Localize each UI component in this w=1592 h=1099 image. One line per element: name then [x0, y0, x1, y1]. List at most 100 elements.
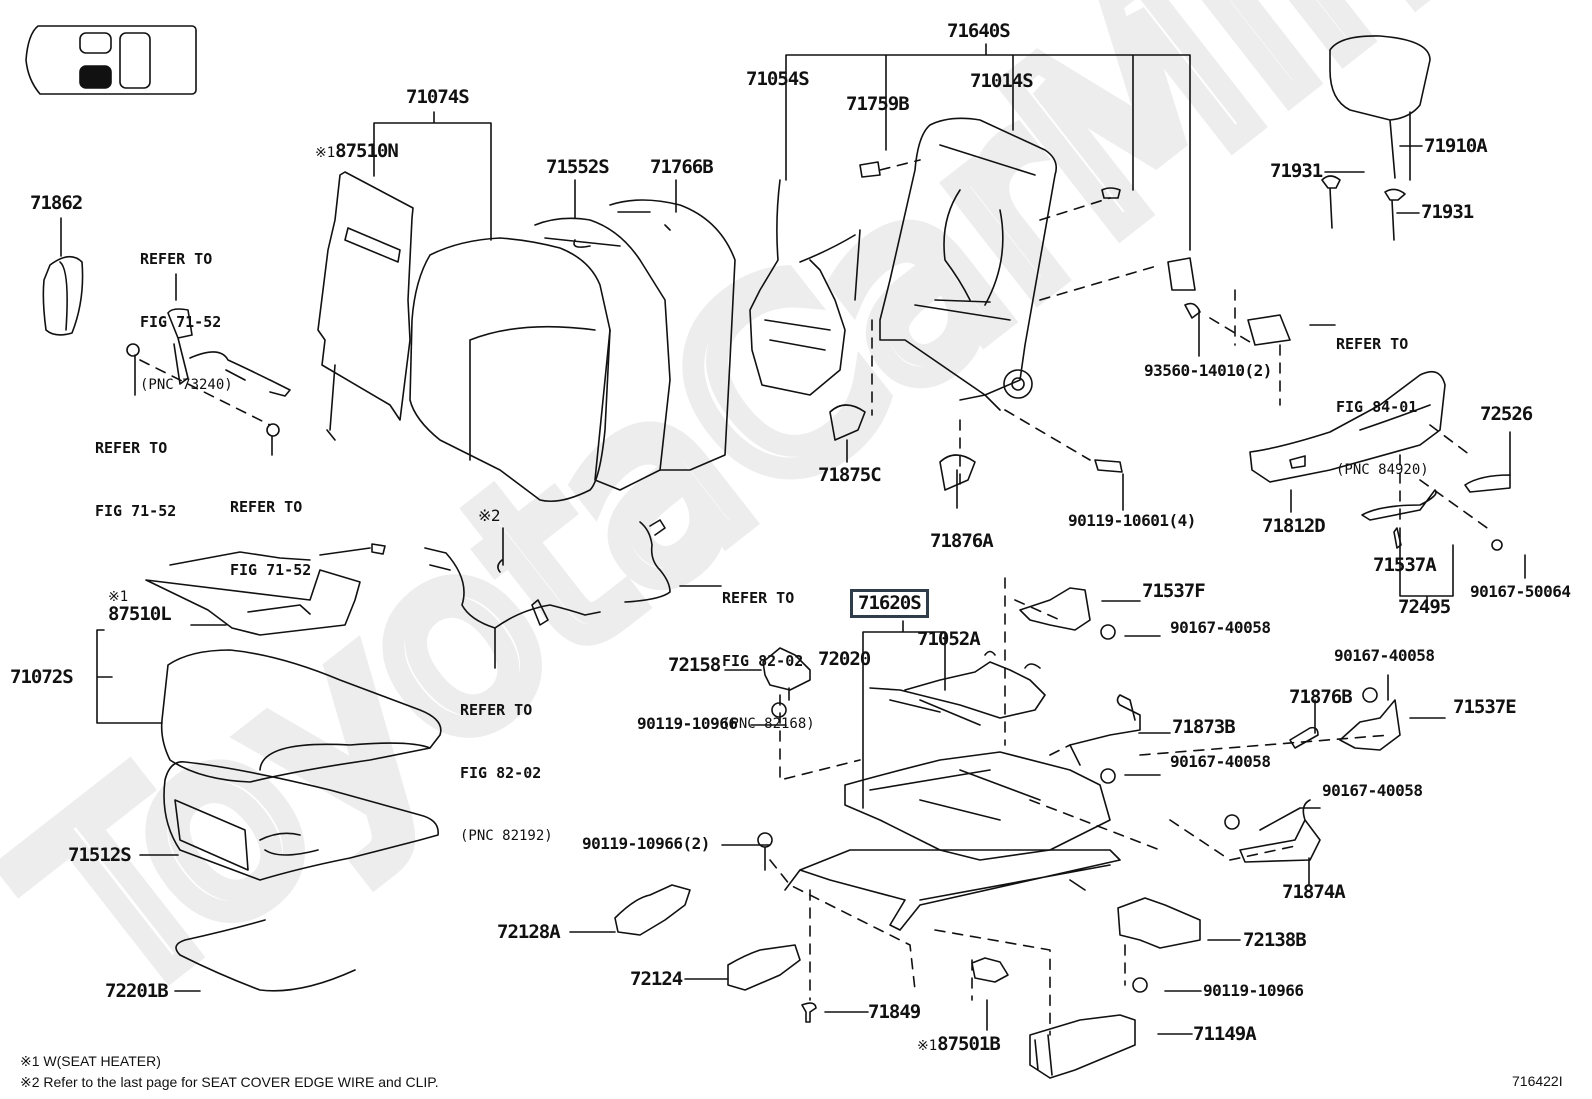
- reference-fig-82-02-pnc-82168[interactable]: REFER TO FIG 82-02 (PNC 82168): [722, 589, 815, 732]
- part-label-72128A[interactable]: 72128A: [497, 921, 561, 943]
- part-label-72020[interactable]: 72020: [818, 648, 871, 670]
- part-label-71014S[interactable]: 71014S: [970, 70, 1034, 92]
- part-label-71074S[interactable]: 71074S: [406, 86, 470, 108]
- part-label-90119-10966-2[interactable]: 90119-10966(2): [582, 834, 710, 853]
- part-shape-71052A: [869, 650, 1046, 726]
- part-label-71812D[interactable]: 71812D: [1262, 515, 1326, 537]
- part-shape-71512S: [163, 761, 439, 881]
- seat-slot-upper-left: [79, 32, 112, 54]
- part-label-71876B[interactable]: 71876B: [1289, 686, 1353, 708]
- part-label-71149A[interactable]: 71149A: [1193, 1023, 1257, 1045]
- note-mark-1: ※1: [917, 1038, 938, 1054]
- part-shape-72138B: [1117, 897, 1201, 949]
- part-label-71931-a[interactable]: 71931: [1270, 160, 1323, 182]
- footnote-2: ※2 Refer to the last page for SEAT COVER…: [20, 1074, 439, 1090]
- part-label-72124[interactable]: 72124: [630, 968, 683, 990]
- seat-position-indicator: [25, 25, 197, 95]
- reference-fig-71-52-pnc-73240[interactable]: REFER TO FIG 71-52 (PNC 73240): [140, 250, 233, 393]
- part-label-90167-40058-a[interactable]: 90167-40058: [1170, 618, 1271, 637]
- part-label-71875C[interactable]: 71875C: [818, 464, 882, 486]
- part-shape-headrest: [1321, 35, 1431, 241]
- part-label-90167-40058-d[interactable]: 90167-40058: [1322, 781, 1423, 800]
- reference-fig-71-52-a[interactable]: REFER TO FIG 71-52: [95, 439, 177, 520]
- part-label-87501B[interactable]: ※187501B: [917, 1033, 1001, 1055]
- part-shape-harness-82192: [424, 547, 601, 629]
- part-label-90167-40058-c[interactable]: 90167-40058: [1170, 752, 1271, 771]
- part-label-90119-10966-b[interactable]: 90119-10966: [1203, 981, 1304, 1000]
- part-label-71640S[interactable]: 71640S: [947, 20, 1011, 42]
- part-label-93560-14010[interactable]: 93560-14010(2): [1144, 361, 1272, 380]
- part-shape-recliner-knob: [1003, 369, 1033, 399]
- part-shape-71862: [42, 255, 84, 336]
- part-label-71537A[interactable]: 71537A: [1373, 554, 1437, 576]
- part-label-90167-50064[interactable]: 90167-50064: [1470, 582, 1571, 601]
- part-shape-71873B: [1069, 694, 1141, 766]
- part-label-71552S[interactable]: 71552S: [546, 156, 610, 178]
- part-shape-harness-82168: [624, 519, 671, 603]
- part-shape-71874A: [1239, 799, 1321, 863]
- part-shape-71537F: [1019, 587, 1091, 631]
- part-label-71931-b[interactable]: 71931: [1421, 201, 1474, 223]
- note-mark-1: ※1: [315, 145, 336, 161]
- part-label-90119-10601[interactable]: 90119-10601(4): [1068, 511, 1196, 530]
- part-label-87510N[interactable]: ※187510N: [315, 140, 399, 162]
- part-label-71054S[interactable]: 71054S: [746, 68, 810, 90]
- figure-code: 716422I: [1512, 1073, 1563, 1089]
- part-shape-71149A: [1029, 1014, 1136, 1079]
- part-shape-seat-rails: [784, 849, 1121, 931]
- note-mark-2-label: ※2: [478, 506, 501, 525]
- reference-fig-84-01-pnc-84920[interactable]: REFER TO FIG 84-01 (PNC 84920): [1336, 335, 1429, 478]
- part-shape-72020: [844, 751, 1111, 861]
- part-shape-71072S: [160, 649, 442, 783]
- part-shape-87510L: [145, 551, 361, 636]
- seat-slot-right: [119, 32, 151, 89]
- part-shape-71054S: [749, 179, 861, 396]
- part-label-71873B[interactable]: 71873B: [1172, 716, 1236, 738]
- footnote-1: ※1 W(SEAT HEATER): [20, 1053, 161, 1069]
- part-label-71052A[interactable]: 71052A: [917, 628, 981, 650]
- part-label-71537E[interactable]: 71537E: [1453, 696, 1517, 718]
- part-shape-72158: [762, 647, 811, 691]
- part-label-71849[interactable]: 71849: [868, 1001, 921, 1023]
- part-label-71862[interactable]: 71862: [30, 192, 83, 214]
- part-shape-72128A: [614, 884, 691, 936]
- part-label-90119-10966-a[interactable]: 90119-10966: [637, 714, 738, 733]
- part-shape-72526: [1464, 474, 1511, 493]
- part-shape-87510N: [317, 171, 414, 441]
- part-shape-71759B: [859, 161, 881, 178]
- part-shape-71014S: [879, 117, 1058, 396]
- part-label-71072S[interactable]: 71072S: [10, 666, 74, 688]
- part-label-71766B[interactable]: 71766B: [650, 156, 714, 178]
- part-label-71620S[interactable]: 71620S: [850, 589, 929, 618]
- part-shape-71876B: [1289, 726, 1319, 749]
- part-label-72158[interactable]: 72158: [668, 654, 721, 676]
- part-label-71512S[interactable]: 71512S: [68, 844, 132, 866]
- part-label-71759B[interactable]: 71759B: [846, 93, 910, 115]
- part-label-72201B[interactable]: 72201B: [105, 980, 169, 1002]
- part-shape-72201B: [175, 919, 356, 992]
- part-shape-87501B: [971, 957, 1009, 983]
- part-label-72138B[interactable]: 72138B: [1243, 929, 1307, 951]
- part-shape-clip-note2: [497, 559, 503, 573]
- part-label-71876A[interactable]: 71876A: [930, 530, 994, 552]
- part-shape-buckle: [126, 308, 291, 437]
- part-label-90167-40058-b[interactable]: 90167-40058: [1334, 646, 1435, 665]
- part-label-72526[interactable]: 72526: [1480, 403, 1533, 425]
- part-shape-71812D: [1249, 370, 1446, 483]
- part-label-72495[interactable]: 72495: [1398, 596, 1451, 618]
- part-label-71537F[interactable]: 71537F: [1142, 580, 1206, 602]
- leader-lines: [60, 43, 1526, 1035]
- reference-fig-71-52-b[interactable]: REFER TO FIG 71-52: [230, 498, 312, 579]
- note-mark-1: ※1: [108, 589, 129, 605]
- reference-fig-82-02-pnc-82192[interactable]: REFER TO FIG 82-02 (PNC 82192): [460, 701, 553, 844]
- seat-slot-lower-left: [79, 65, 112, 89]
- part-shape-71537A: [1361, 489, 1437, 549]
- part-shape-72124: [727, 944, 801, 991]
- part-shape-71766B: [609, 199, 736, 471]
- part-label-71874A[interactable]: 71874A: [1282, 881, 1346, 903]
- part-shape-71074S: [409, 237, 611, 503]
- part-label-71910A[interactable]: 71910A: [1424, 135, 1488, 157]
- part-shape-71537E: [1339, 699, 1401, 751]
